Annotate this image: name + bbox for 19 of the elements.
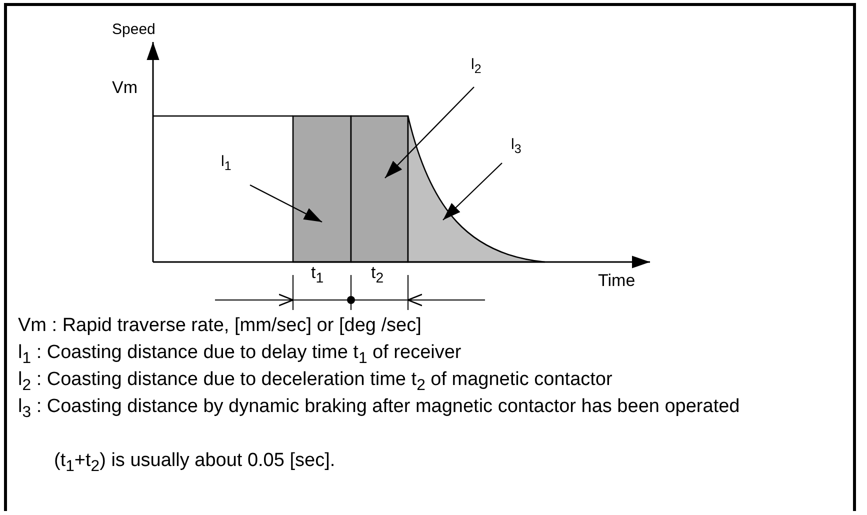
shaded-area xyxy=(407,115,546,263)
shaded-band xyxy=(350,115,409,263)
callout-label: l$_{2}$ xyxy=(471,55,482,79)
leader-arrow xyxy=(384,86,474,178)
legend-text: l$_{2}$ : Coasting distance due to deceleration time t$_{2}$ of magnetic contactor xyxy=(18,370,612,396)
dimension-label: t$_{2}$ xyxy=(371,263,384,288)
legend-text: Vm : Rapid traverse rate, [mm/sec] or [deg /sec] xyxy=(18,316,422,336)
axis-label: Time xyxy=(598,271,636,291)
shaded-band xyxy=(292,115,352,263)
leader-arrow xyxy=(442,162,502,220)
axis-label: Speed xyxy=(112,20,156,40)
note-text: (t$_{1}$+t$_{2}$) is usually about 0.05 [sec]. xyxy=(54,451,336,477)
axis-label: Vm xyxy=(112,78,138,98)
callout-label: l$_{3}$ xyxy=(511,135,522,159)
dimension-label: t$_{1}$ xyxy=(311,263,324,288)
leader-arrow xyxy=(250,184,322,223)
legend-text: l$_{1}$ : Coasting distance due to delay time t$_{1}$ of receiver xyxy=(18,343,462,369)
legend-text: l$_{3}$ : Coasting distance by dynamic braking after magnetic contactor has been operated xyxy=(18,395,741,423)
callout-label: l$_{1}$ xyxy=(221,152,232,176)
